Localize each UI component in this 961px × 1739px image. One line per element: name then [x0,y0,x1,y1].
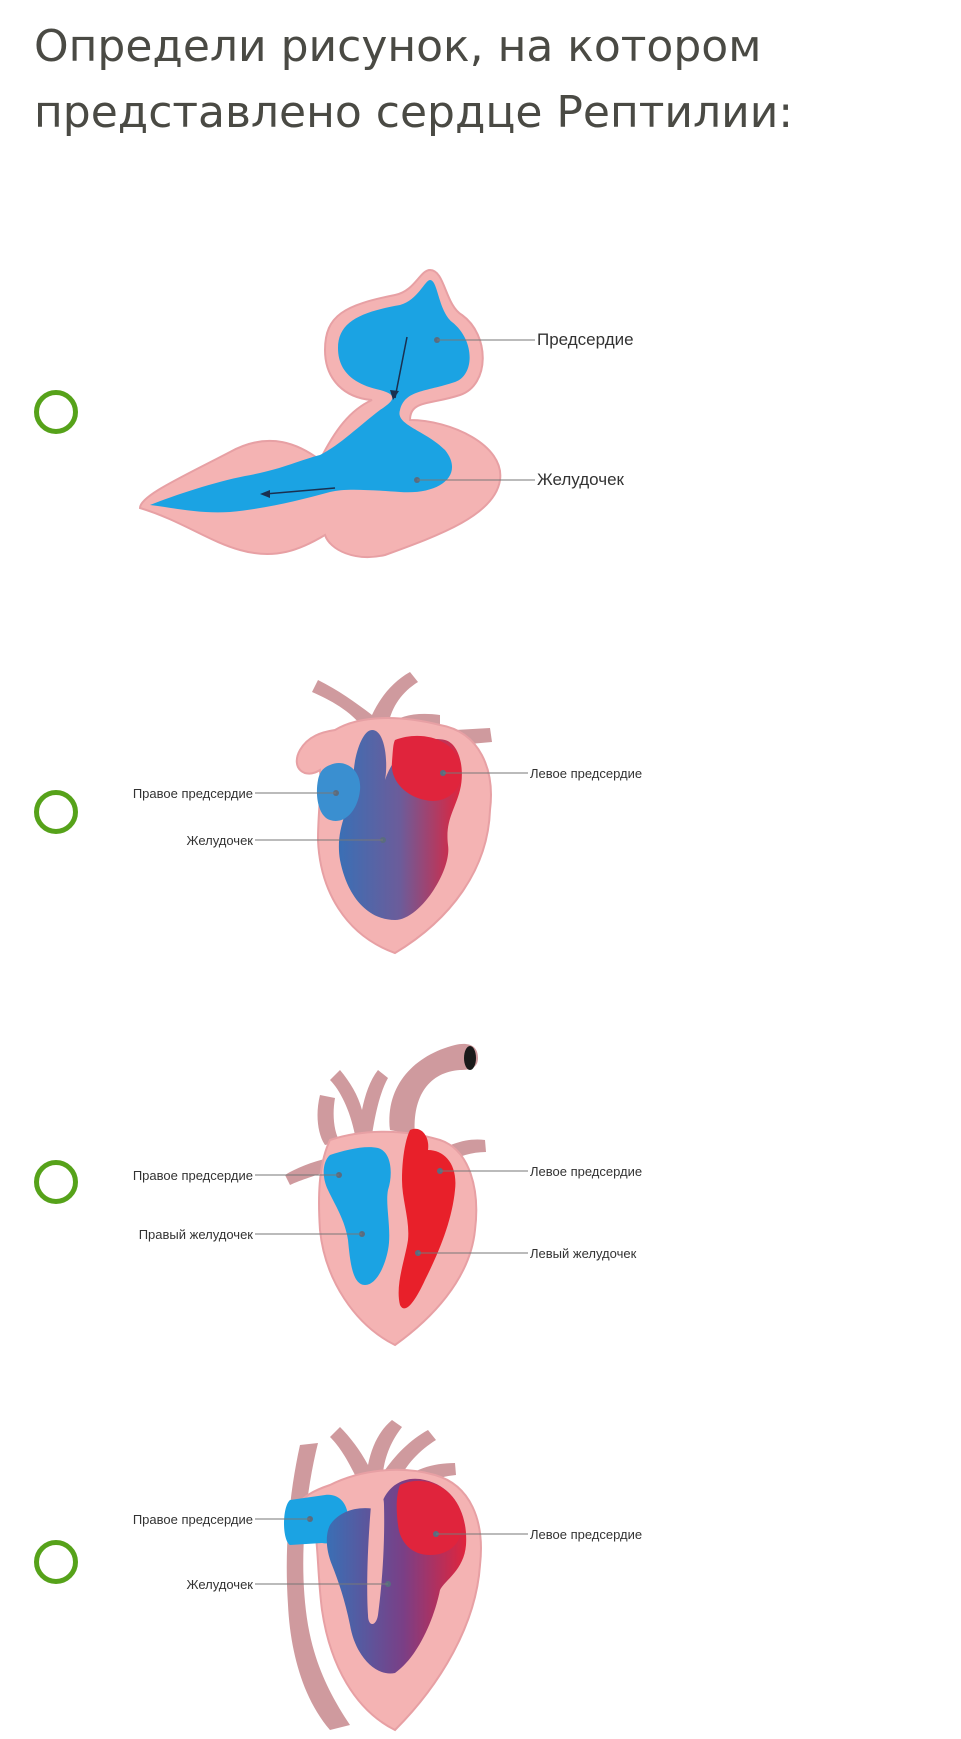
label-left-atrium: Левое предсердие [530,766,642,781]
radio-button-option-1[interactable] [34,390,78,434]
label-ventricle: Желудочек [186,1577,253,1592]
radio-button-option-2[interactable] [34,790,78,834]
label-left-atrium: Левое предсердие [530,1164,642,1179]
left-atrium-cavity [391,735,462,801]
heart-outline [138,268,502,559]
label-left-atrium: Левое предсердие [530,1527,642,1542]
label-right-ventricle: Правый желудочек [139,1227,254,1242]
label-right-atrium: Правое предсердие [133,1512,253,1527]
answer-option-3[interactable]: Правое предсердие Левое предсердие Правы… [0,1040,961,1350]
label-left-ventricle: Левый желудочек [530,1246,637,1261]
heart-diagram-option-4: Правое предсердие Левое предсердие Желуд… [133,1420,642,1732]
atrium-cavity [150,280,470,513]
pulmonary-vessels [330,1070,388,1135]
radio-button-option-4[interactable] [34,1540,78,1584]
right-chamber-cavity [323,1147,391,1285]
heart-diagram-option-2: Правое предсердие Левое предсердие Желуд… [133,672,642,955]
vena-cava-lower [285,1158,330,1185]
label-right-atrium: Правое предсердие [133,786,253,801]
question-title: Определи рисунок, на котором представлен… [34,14,934,146]
left-atrium-cavity [396,1480,463,1555]
radio-button-option-3[interactable] [34,1160,78,1204]
label-atrium: Предсердие [537,330,634,349]
answer-option-1[interactable]: Предсердие Желудочек [0,250,961,580]
label-ventricle: Желудочек [537,470,625,489]
question-line-1: Определи рисунок, на котором [34,21,762,72]
label-ventricle: Желудочек [186,833,253,848]
aortic-arch [389,1043,478,1135]
question-line-2: представлено сердце Рептилии: [34,87,794,138]
vena-cava-left [317,1095,340,1145]
heart-diagram-option-1: Предсердие Желудочек [138,268,634,559]
answer-option-4[interactable]: Правое предсердие Левое предсердие Желуд… [0,1415,961,1735]
heart-diagram-option-3: Правое предсердие Левое предсердие Правы… [133,1043,642,1347]
label-right-atrium: Правое предсердие [133,1168,253,1183]
septum-partial [367,1492,385,1624]
answer-option-2[interactable]: Правое предсердие Левое предсердие Желуд… [0,670,961,970]
